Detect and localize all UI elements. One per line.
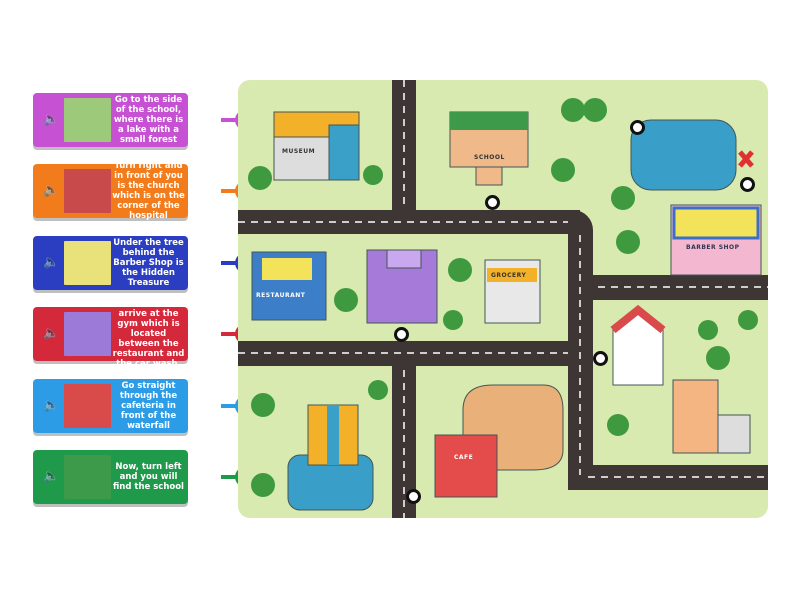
answer-card-2[interactable]: 🔈 Turn right and in front of you is the …: [33, 161, 255, 221]
card-connector: [221, 475, 239, 479]
card-connector: [221, 118, 239, 122]
card-text: Turn right and in front of you is the ch…: [112, 161, 185, 221]
school-label: SCHOOL: [474, 154, 505, 161]
speaker-icon[interactable]: 🔈: [43, 255, 60, 270]
map-drawing: [238, 80, 768, 518]
card-thumbnail: [64, 312, 111, 356]
speaker-icon[interactable]: 🔈: [43, 326, 60, 341]
card-thumbnail: [64, 169, 111, 213]
card-thumbnail: [64, 241, 111, 285]
card-text: You will then arrive at the gym which is…: [112, 299, 185, 369]
card-connector: [221, 261, 239, 265]
card-thumbnail: [64, 98, 111, 142]
grocery-label: GROCERY: [491, 272, 527, 279]
speaker-icon[interactable]: 🔈: [43, 398, 60, 413]
card-thumbnail: [64, 384, 111, 428]
card-connector: [221, 189, 239, 193]
card-text: Go to the side of the school, where ther…: [113, 95, 184, 145]
answer-card-5[interactable]: 🔈 Go straight through the cafeteria in f…: [33, 379, 255, 433]
answer-card-6[interactable]: 🔈 Now, turn left and you will find the s…: [33, 450, 255, 504]
drop-target-2[interactable]: [740, 177, 755, 192]
cafe-label: CAFE: [454, 454, 474, 461]
barber-label: BARBER SHOP: [686, 244, 740, 251]
restaurant-label: RESTAURANT: [256, 292, 306, 299]
museum-label: MUSEUM: [282, 148, 316, 155]
speaker-icon[interactable]: 🔈: [43, 469, 60, 484]
speaker-icon[interactable]: 🔈: [43, 183, 60, 198]
speaker-icon[interactable]: 🔈: [43, 112, 60, 127]
card-text: Now, turn left and you will find the sch…: [113, 462, 184, 492]
card-text: Under the tree behind the Barber Shop is…: [113, 238, 184, 288]
answer-card-4[interactable]: 🔈 You will then arrive at the gym which …: [33, 299, 255, 369]
town-map: MUSEUM SCHOOL RESTAURANT GROCERY CAFE BA…: [238, 80, 768, 518]
drop-target-1[interactable]: [630, 120, 645, 135]
card-connector: [221, 332, 239, 336]
card-text: Go straight through the cafeteria in fro…: [119, 381, 178, 431]
treasure-x-icon: [738, 150, 754, 168]
drop-target-6[interactable]: [406, 489, 421, 504]
answer-card-3[interactable]: 🔈 Under the tree behind the Barber Shop …: [33, 236, 255, 290]
card-thumbnail: [64, 455, 111, 499]
answer-card-1[interactable]: 🔈 Go to the side of the school, where th…: [33, 93, 255, 147]
card-connector: [221, 404, 239, 408]
drop-target-5[interactable]: [593, 351, 608, 366]
drop-target-3[interactable]: [485, 195, 500, 210]
drop-target-4[interactable]: [394, 327, 409, 342]
